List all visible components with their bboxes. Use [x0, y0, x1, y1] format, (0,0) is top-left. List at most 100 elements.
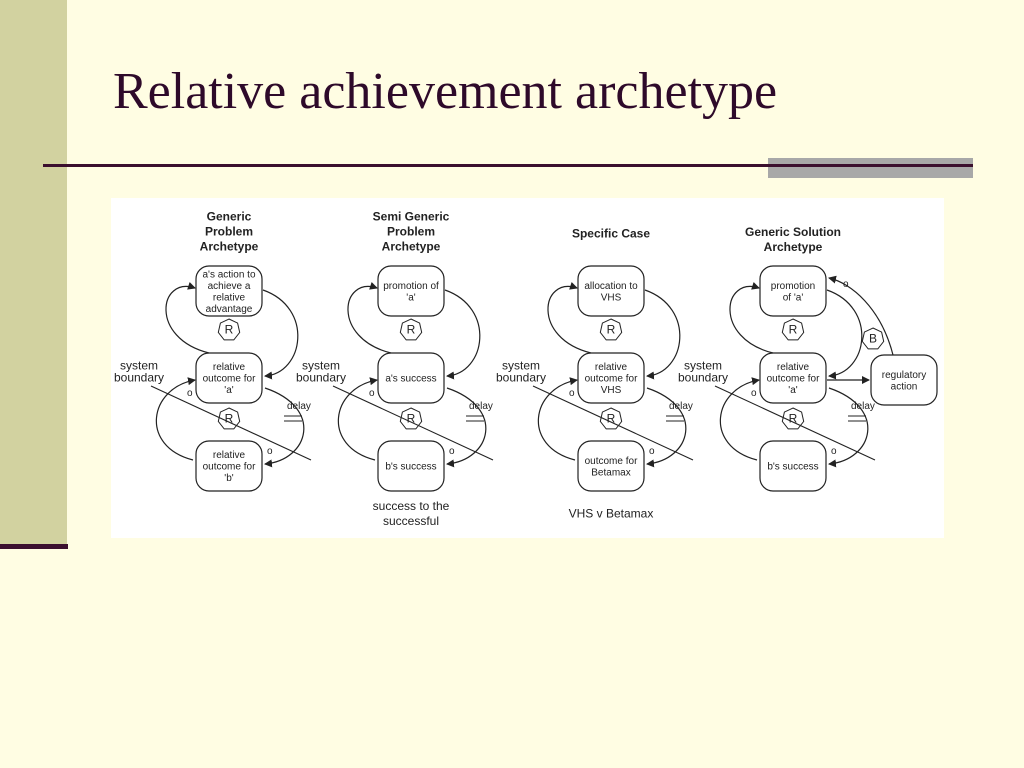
link-arrow: [828, 387, 869, 468]
top-node: [759, 265, 827, 317]
system-boundary-line: [714, 385, 876, 461]
bottom-node-label-line: relative: [213, 450, 246, 461]
link-arrow: [828, 275, 894, 356]
loop-marker-lower: [781, 407, 805, 430]
polarity-mark: o: [843, 279, 849, 290]
top-node-label-line: of 'a': [783, 292, 804, 303]
loop-marker-upper-label: R: [789, 323, 798, 337]
system-boundary-label-line: system: [302, 359, 340, 373]
bottom-node-label-line: b's success: [767, 462, 818, 473]
delay-label: delay: [287, 401, 311, 412]
regulatory-action-label-line: regulatory: [882, 370, 926, 381]
middle-node-label-line: outcome for: [203, 374, 256, 385]
diagram-heading-line: Semi Generic: [373, 210, 450, 224]
diagram-heading: Specific Case: [572, 227, 650, 241]
system-boundary-label-line: system: [120, 359, 158, 373]
sidebar-strip: [0, 0, 67, 548]
diagram-caption-line: successful: [383, 514, 439, 528]
link-arrow: [155, 377, 196, 461]
middle-node: [759, 352, 827, 404]
polarity-mark: o: [267, 446, 273, 457]
link-arrow: [264, 387, 305, 468]
system-boundary-line: [332, 385, 494, 461]
loop-marker-upper-label: R: [407, 323, 416, 337]
bottom-node-label-line: Betamax: [591, 467, 630, 478]
diagram-heading-line: Archetype: [382, 240, 441, 254]
bottom-node: [377, 440, 445, 492]
middle-node-label-line: relative: [595, 362, 628, 373]
delay-label: delay: [469, 401, 493, 412]
bottom-node-label: b's success: [385, 462, 436, 473]
top-node-label-line: a's action to: [202, 269, 255, 280]
link-arrow: [729, 282, 774, 354]
middle-node-label-line: outcome for: [585, 374, 638, 385]
loop-marker-upper: [399, 318, 423, 341]
loop-marker-lower-label: R: [607, 412, 616, 426]
diagram-caption-line: VHS v Betamax: [569, 507, 654, 521]
top-node-label-line: VHS: [601, 292, 622, 303]
diagram-caption-line: success to the: [373, 499, 450, 513]
diagram-heading-line: Specific Case: [572, 227, 650, 241]
top-node-label-line: 'a': [406, 292, 415, 303]
loop-marker-balancing-label: B: [869, 332, 877, 346]
middle-node-label-line: relative: [213, 362, 246, 373]
link-arrow: [446, 387, 487, 468]
loop-marker-balancing: [861, 327, 885, 350]
system-boundary-line: [150, 385, 312, 461]
polarity-mark: o: [449, 446, 455, 457]
loop-marker-upper-label: R: [225, 323, 234, 337]
polarity-mark: o: [569, 388, 575, 399]
middle-node: [577, 352, 645, 404]
loop-marker-lower-label: R: [789, 412, 798, 426]
system-boundary-line: [532, 385, 694, 461]
delay-label: delay: [669, 401, 693, 412]
link-arrow: [644, 289, 681, 380]
top-node-label-line: allocation to: [584, 281, 638, 292]
middle-node: [195, 352, 263, 404]
system-boundary-label-line: boundary: [496, 371, 546, 385]
diagram-caption: VHS v Betamax: [569, 507, 654, 521]
regulatory-action-node: [870, 354, 938, 406]
bottom-node-label-line: outcome for: [203, 462, 256, 473]
diagram-heading-line: Generic: [207, 210, 252, 224]
loop-marker-upper: [781, 318, 805, 341]
sidebar-foot-bar: [0, 544, 68, 549]
middle-node-label-line: a's success: [385, 374, 436, 385]
top-node: [195, 265, 263, 317]
link-arrow: [537, 377, 578, 461]
loop-marker-lower: [599, 407, 623, 430]
top-node: [377, 265, 445, 317]
delay-label: delay: [851, 401, 875, 412]
middle-node-label-line: 'a': [788, 385, 797, 396]
system-boundary-label-line: system: [684, 359, 722, 373]
link-arrow: [547, 282, 592, 354]
loop-marker-lower-label: R: [225, 412, 234, 426]
link-arrow: [347, 282, 392, 354]
diagram-heading-line: Generic Solution: [745, 225, 841, 239]
middle-node-label-line: outcome for: [767, 374, 820, 385]
loop-marker-lower: [399, 407, 423, 430]
top-node-label-line: achieve a: [208, 281, 251, 292]
middle-node-label-line: relative: [777, 362, 810, 373]
polarity-mark: o: [751, 388, 757, 399]
loop-marker-upper: [599, 318, 623, 341]
system-boundary-label-line: boundary: [114, 371, 164, 385]
middle-node: [377, 352, 445, 404]
